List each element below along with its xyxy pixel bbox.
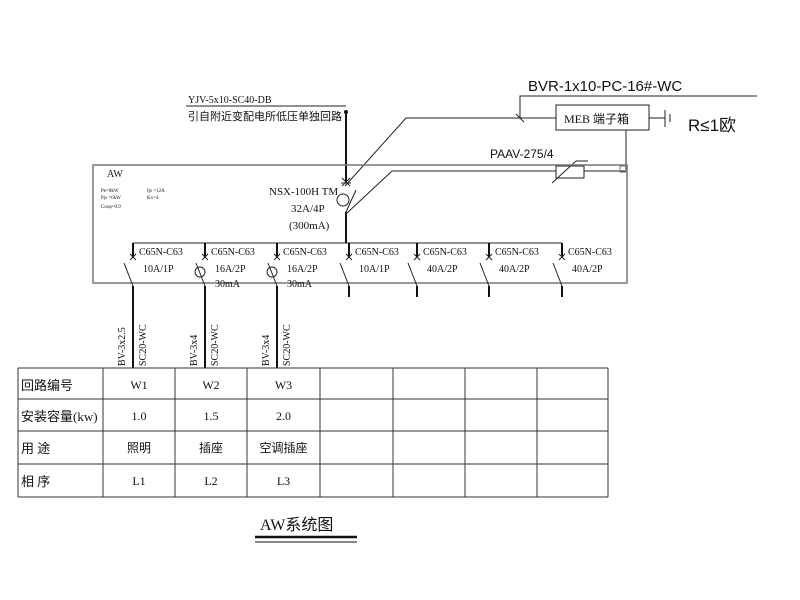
table-cell: 照明	[127, 441, 151, 455]
table-cell: 插座	[199, 440, 223, 455]
table-cell: W2	[202, 378, 219, 392]
breaker-model: C65N-C63	[355, 247, 399, 258]
branch-breaker: C65N-C63 10A/1P	[339, 243, 399, 297]
table-cell: L1	[132, 474, 145, 488]
meb-group: BVR-1x10-PC-16#-WC MEB 端子箱 R≤1欧	[344, 78, 757, 187]
spd-label: PAAV-275/4	[490, 147, 554, 161]
breaker-rcd: 30mA	[215, 279, 241, 290]
resistance-label: R≤1欧	[688, 116, 736, 135]
breaker-rcd: 30mA	[287, 279, 313, 290]
param-pjs: Pjs =6kW	[101, 196, 121, 201]
breaker-model: C65N-C63	[283, 247, 327, 258]
branch-breaker: C65N-C63 16A/2P 30mA	[194, 243, 255, 368]
row-header: 安装容量(kw)	[21, 409, 98, 424]
branch-breaker: C65N-C63 16A/2P 30mA	[266, 243, 327, 368]
table-cell: L3	[277, 474, 290, 488]
breaker-rating: 40A/2P	[572, 264, 603, 275]
breaker-model: C65N-C63	[139, 247, 183, 258]
cable-conduit-label: SC20-WC	[282, 324, 293, 366]
cable-conduit-label: SC20-WC	[138, 324, 149, 366]
cable-wire-label: BV-3x2.5	[117, 327, 128, 366]
breaker-rating: 16A/2P	[287, 264, 318, 275]
switch-contact-icon	[267, 262, 278, 287]
main-breaker-model: NSX-100H TM	[269, 186, 338, 198]
rcd-icon	[194, 266, 206, 278]
breaker-rating: 40A/2P	[499, 264, 530, 275]
spd-group: PAAV-275/4	[346, 147, 626, 214]
breaker-rating: 10A/1P	[359, 264, 390, 275]
feeder: YJV-5x10-SC40-DB 引自附近变配电所低压单独回路	[186, 95, 357, 243]
cable-labels: BV-3x2.5 SC20-WC BV-3x4 SC20-WC BV-3x4 SC20-W…	[117, 324, 293, 366]
table-cell: 空调插座	[259, 440, 307, 455]
breaker-rating: 40A/2P	[427, 264, 458, 275]
table-cell: L2	[204, 474, 217, 488]
branch-breaker: C65N-C63 40A/2P	[552, 243, 612, 297]
diagram-title: AW系统图	[260, 516, 333, 534]
switch-contact-icon	[339, 262, 350, 287]
main-breaker-rating: 32A/4P	[291, 203, 325, 215]
branch-breaker: C65N-C63 40A/2P	[407, 243, 467, 297]
switch-contact-icon	[195, 262, 206, 287]
row-header: 回路编号	[21, 378, 73, 393]
main-breaker-rcd: (300mA)	[289, 220, 330, 232]
row-header: 用 途	[21, 441, 50, 456]
meb-cable-label: BVR-1x10-PC-16#-WC	[528, 78, 682, 95]
table-cell: 1.0	[132, 409, 147, 423]
table-cell: 1.5	[204, 409, 219, 423]
branch-breakers: C65N-C6310A/1PC65N-C6316A/2P30mAC65N-C63…	[123, 243, 612, 368]
meb-box-label: MEB 端子箱	[564, 111, 629, 126]
breaker-model: C65N-C63	[211, 247, 255, 258]
branch-breaker: C65N-C63 40A/2P	[479, 243, 539, 297]
circuit-table: 回路编号 W1 W2 W3 安装容量(kw) 1.0 1.5 2.0 用 途 照明 插座 空调插座相 …	[17, 367, 609, 498]
breaker-model: C65N-C63	[568, 247, 612, 258]
cable-wire-label: BV-3x4	[261, 335, 272, 366]
table-cell: W3	[275, 378, 292, 392]
feeder-source-label: 引自附近变配电所低压单独回路	[188, 109, 342, 123]
breaker-model: C65N-C63	[495, 247, 539, 258]
switch-contact-icon	[123, 262, 134, 287]
breaker-model: C65N-C63	[423, 247, 467, 258]
table-cell: 2.0	[276, 409, 291, 423]
cable-wire-label: BV-3x4	[189, 335, 200, 366]
rcd-icon	[266, 266, 278, 278]
spd-icon	[555, 165, 585, 179]
row-header: 相 序	[21, 474, 50, 489]
main-rcd-icon	[336, 193, 350, 207]
panel-name: AW	[107, 169, 123, 180]
panel-aw: AW Pe=8kW Pjs =6kW Cosφ=0.9 Ijs =12A Kx=…	[92, 164, 628, 284]
switch-contact-icon	[552, 262, 563, 287]
cable-conduit-label: SC20-WC	[210, 324, 221, 366]
param-pe: Pe=8kW	[101, 189, 119, 194]
branch-breaker: C65N-C63 10A/1P	[123, 243, 183, 368]
table-cell: W1	[130, 378, 147, 392]
breaker-rating: 16A/2P	[215, 264, 246, 275]
switch-contact-icon	[407, 262, 418, 287]
param-kx: Kx=4	[147, 196, 159, 201]
param-ijs: Ijs =12A	[147, 189, 165, 194]
breaker-rating: 10A/1P	[143, 264, 174, 275]
switch-contact-icon	[479, 262, 490, 287]
param-cos: Cosφ=0.9	[101, 205, 121, 210]
feeder-cable-label: YJV-5x10-SC40-DB	[188, 95, 272, 106]
